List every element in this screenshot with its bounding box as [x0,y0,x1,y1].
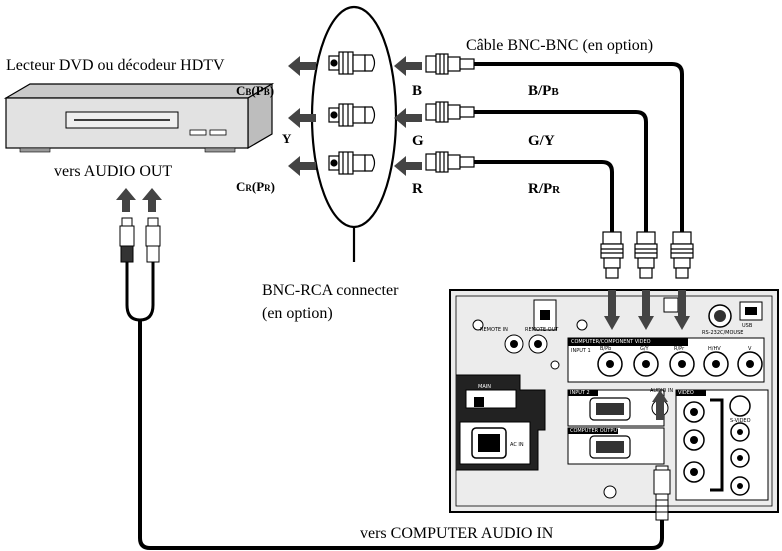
bnc-r-label: R [412,181,423,197]
bnc-plugs-left [425,53,475,173]
down-arrows-bnc [604,290,690,330]
panel-input1: INPUT 1 [571,348,591,354]
wire-b-label: B/PB [528,83,559,99]
audio-mini-plug [652,390,671,521]
panel-gy: G/Y [640,346,649,352]
panel-hhv: H/HV [708,346,721,352]
rca-cb-label: CB(PB) [236,83,275,98]
rca-cr-label: CR(PR) [236,179,276,194]
panel-computer-output: COMPUTER OUTPUT [570,428,621,434]
panel-remote-in: REMOTE IN [480,327,508,333]
panel-main: MAIN [478,384,491,390]
audio-arrows [116,188,162,212]
rca-audio-plugs [119,217,161,263]
dvd-player [3,82,275,153]
panel-v: V [748,346,752,352]
computer-audio-in-label: vers COMPUTER AUDIO IN [360,525,554,542]
bnc-cables [474,62,684,232]
panel-audio-in: AUDIO IN [650,388,674,394]
panel-remote-out: REMOTE OUT [525,327,559,333]
panel-rs232: RS-232C/MOUSE [702,330,744,336]
bnc-plugs-vertical [600,231,694,279]
bnc-cable-label: Câble BNC-BNC (en option) [466,37,654,54]
panel-input2: INPUT 2 [570,390,590,396]
wire-r-label: R/PR [528,181,561,197]
panel-rpr: R/Pr [674,346,685,352]
panel-computer-component: COMPUTER/COMPONENT VIDEO [571,339,651,345]
panel-usb: USB [742,323,753,329]
panel-ac-in: AC IN [510,442,524,448]
panel-svideo: S-VIDEO [730,418,751,424]
adapter-label-line2: (en option) [262,305,333,322]
left-arrows-rca [288,56,422,176]
bnc-g-label: G [412,133,424,149]
adapter-label-line1: BNC-RCA connecter [262,282,399,299]
wire-g-label: G/Y [528,133,555,149]
bnc-rca-adapters [328,51,376,175]
source-device-label: Lecteur DVD ou décodeur HDTV [6,57,225,74]
rca-y-label: Y [282,131,292,146]
bnc-b-label: B [412,83,423,99]
audio-out-label: vers AUDIO OUT [54,163,173,180]
panel-bpb: B/Pb [600,346,612,352]
panel-video: VIDEO [678,390,694,396]
